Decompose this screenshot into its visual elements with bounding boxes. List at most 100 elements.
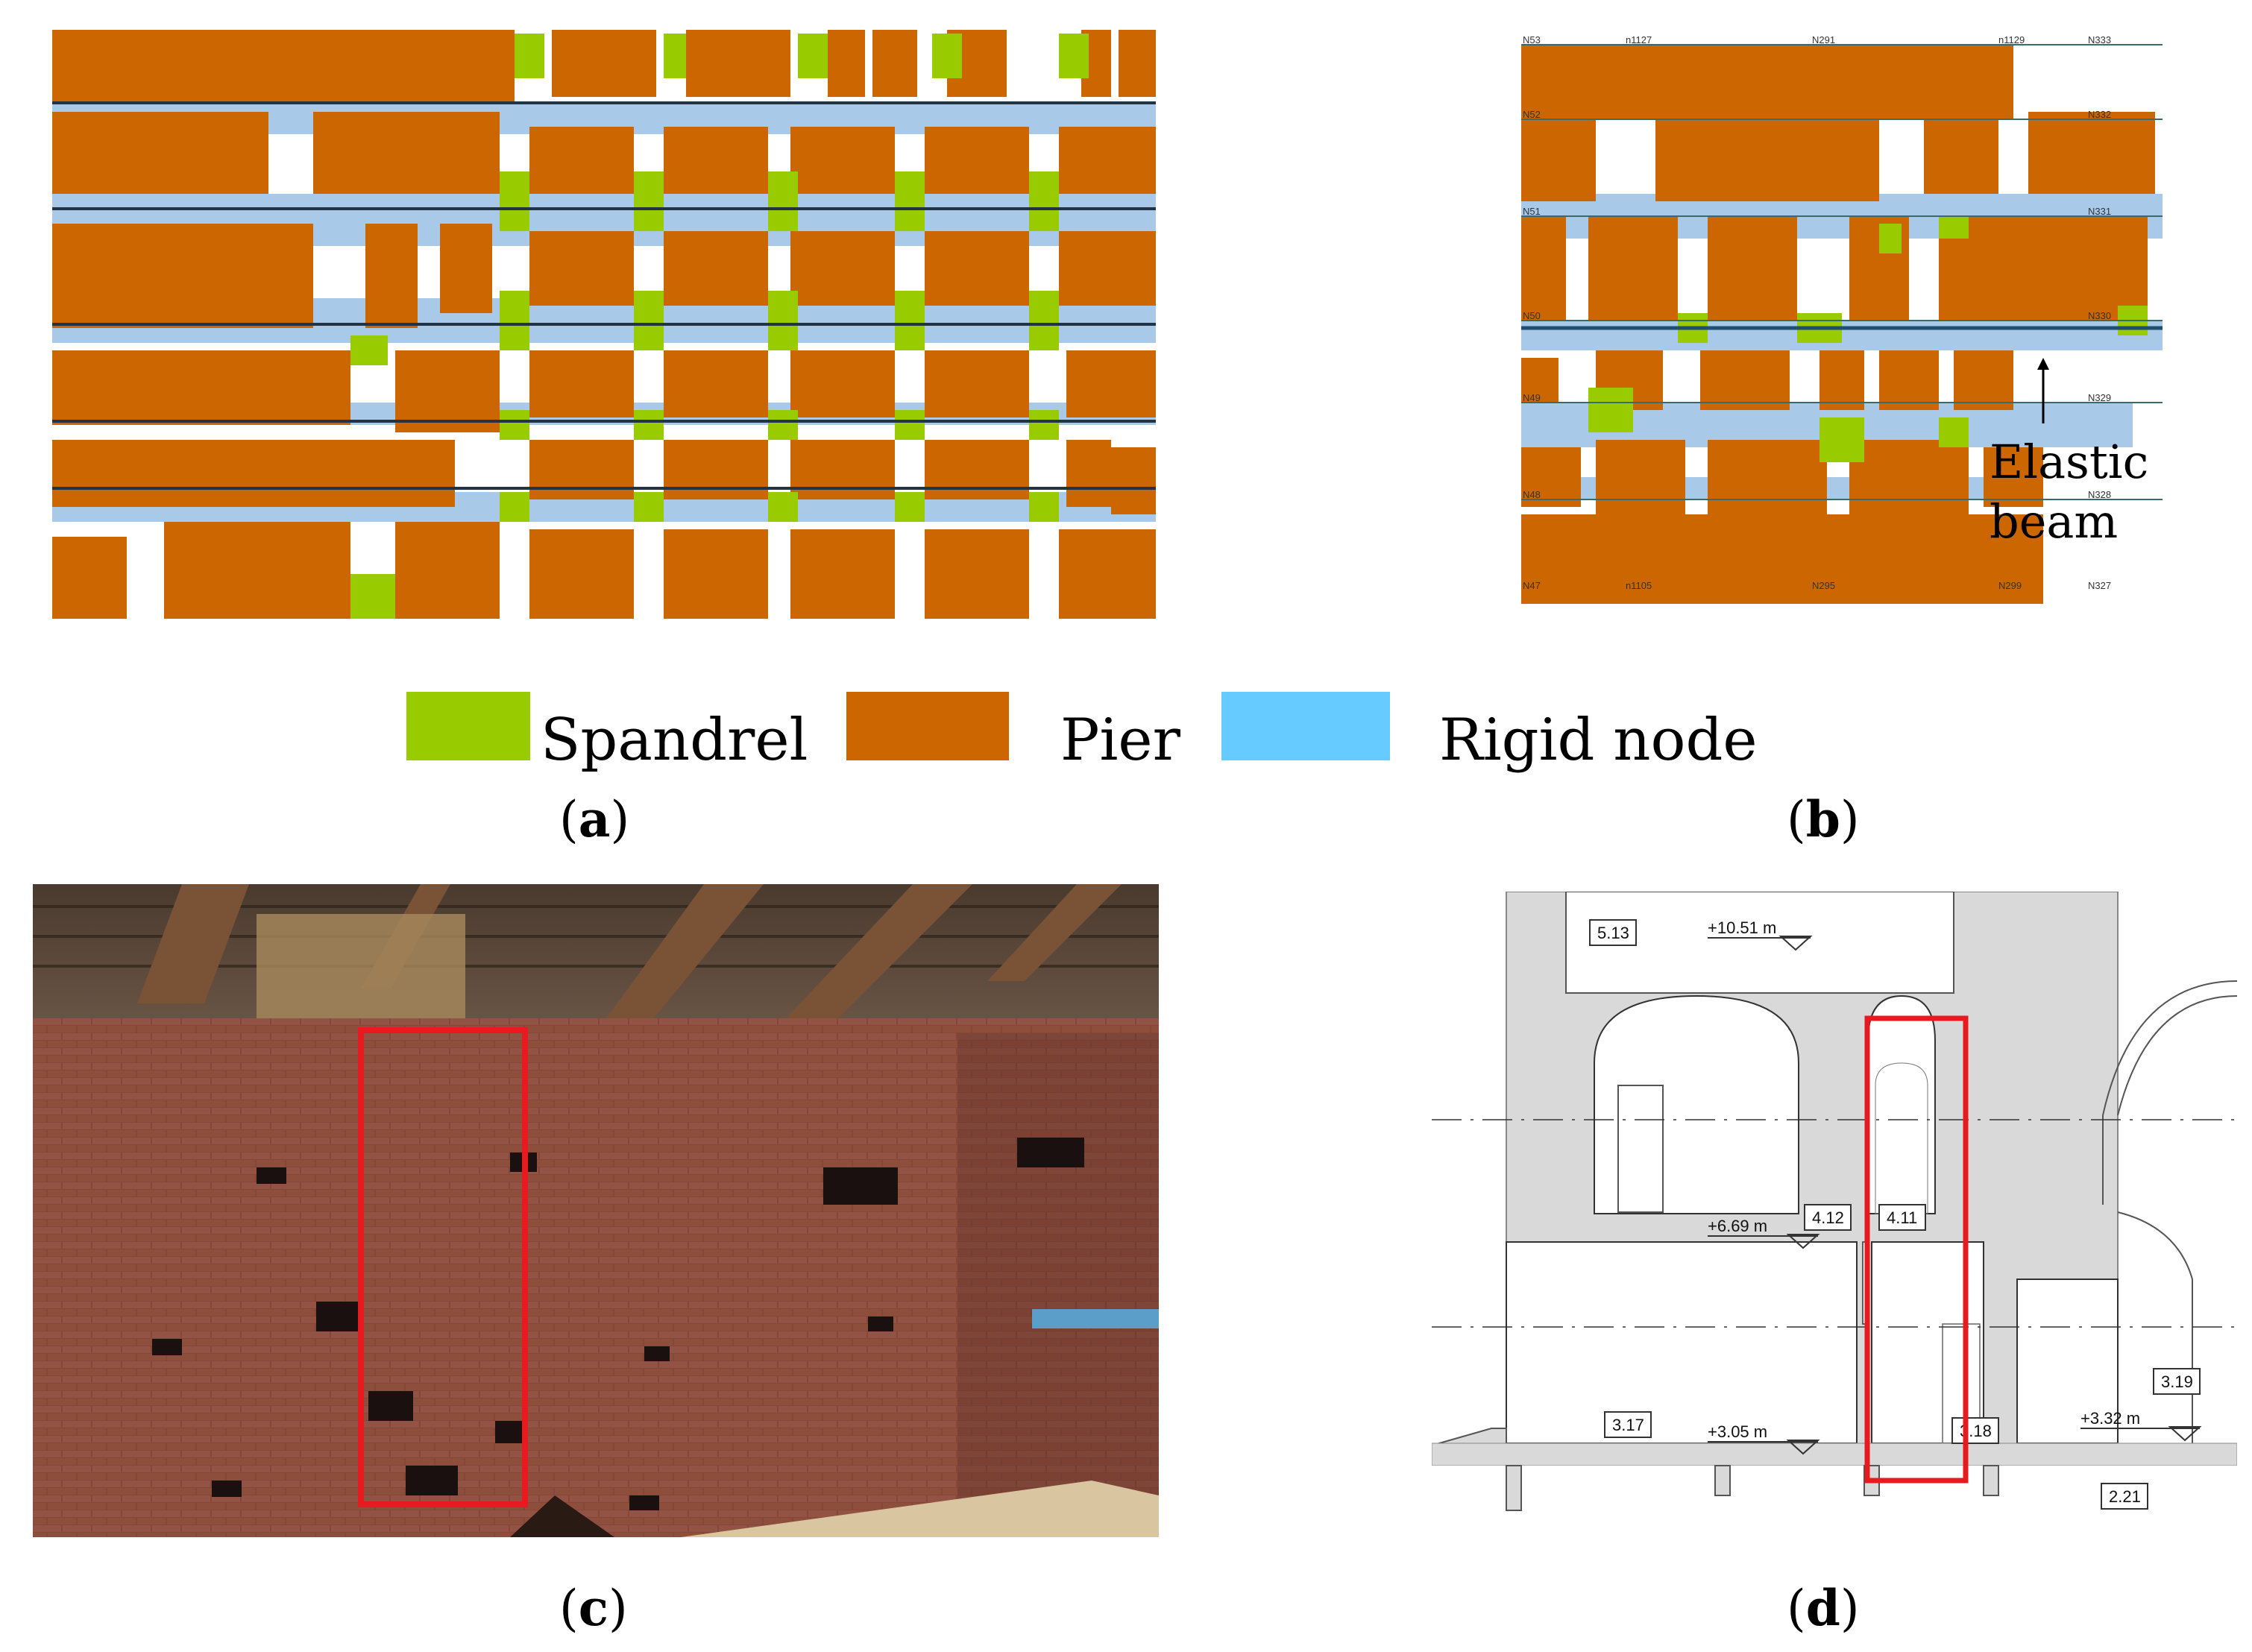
- panel-d-drawing: +10.51 m +6.69 m +3.05 m +3.32 m 5.13 4: [1432, 892, 2237, 1533]
- elastic-beam-line2: beam: [1990, 494, 2119, 549]
- pier-element: [1521, 45, 2013, 119]
- node-label-top: n1127: [1626, 34, 1652, 45]
- section-drawing: +10.51 m +6.69 m +3.05 m +3.32 m 5.13 4: [1432, 892, 2237, 1533]
- pier-element: [828, 30, 865, 97]
- spandrel-element: [768, 492, 798, 522]
- pier-element: [164, 522, 350, 619]
- pier-element: [1119, 30, 1156, 97]
- pier-element: [1708, 216, 1797, 321]
- spandrel-element: [895, 291, 925, 350]
- pier-element: [925, 440, 1029, 499]
- pier-element: [52, 537, 127, 619]
- pier-element: [313, 112, 500, 194]
- pier-element: [1521, 358, 1559, 403]
- spandrel-element: [1029, 492, 1059, 522]
- panel-label-a-text: a: [578, 790, 611, 848]
- node-label-left: N47: [1523, 580, 1541, 591]
- spandrel-element: [1059, 34, 1089, 78]
- pier-element: [1521, 514, 2043, 604]
- elastic-beam-annotation: Elastic beam: [1990, 432, 2148, 552]
- panel-b-svg: N53N52N51N50N49N48N47N333N332N331N330N32…: [1521, 34, 2163, 604]
- spandrel-element: [1588, 388, 1633, 432]
- pier-element: [1924, 119, 1998, 194]
- pier-element: [925, 127, 1029, 194]
- spandrel-element: [500, 410, 529, 440]
- pier-element: [925, 231, 1029, 306]
- pier-element: [1819, 350, 1864, 410]
- pier-element: [1998, 216, 2148, 321]
- node-label-right: N328: [2088, 489, 2111, 500]
- panel-a-frame-model: [52, 22, 1171, 619]
- pier-element: [1066, 440, 1111, 507]
- room-5-13: 5.13: [1597, 924, 1629, 942]
- node-label-left: N50: [1523, 310, 1541, 321]
- pier-element: [1596, 440, 1685, 514]
- pier-element: [1984, 447, 2043, 507]
- pier-element: [925, 350, 1029, 417]
- spandrel-element: [634, 171, 664, 231]
- legend-spandrel-swatch: [406, 692, 530, 760]
- spandrel-element: [1029, 171, 1059, 231]
- pier-element: [395, 350, 500, 432]
- panel-label-c: (c): [559, 1579, 628, 1637]
- pier-element: [1059, 127, 1156, 194]
- panel-c-photo: [33, 884, 1159, 1537]
- pier-element: [395, 522, 500, 619]
- spandrel-element: [634, 410, 664, 440]
- node-label-left: N51: [1523, 206, 1541, 217]
- spandrel-element: [515, 34, 544, 78]
- pier-element: [1521, 216, 1566, 321]
- spandrel-element: [1819, 417, 1864, 462]
- spandrel-element: [768, 291, 798, 350]
- node-label-bottom: N295: [1812, 580, 1835, 591]
- room-4-12: 4.12: [1812, 1208, 1844, 1227]
- highlight-box-d: [1864, 1015, 1969, 1484]
- spandrel-element: [664, 34, 686, 78]
- elevation-1: +10.51 m: [1708, 918, 1776, 937]
- highlight-box-c: [358, 1027, 528, 1507]
- spandrel-element: [500, 492, 529, 522]
- node-label-right: N332: [2088, 109, 2111, 120]
- pier-element: [925, 529, 1029, 619]
- spandrel-element: [798, 34, 828, 78]
- pier-element: [790, 231, 895, 306]
- spandrel-element: [768, 171, 798, 231]
- spandrel-element: [895, 171, 925, 231]
- spandrel-element: [500, 291, 529, 350]
- spandrel-element: [1879, 224, 1902, 253]
- spandrel-element: [895, 410, 925, 440]
- room-3-19: 3.19: [2161, 1372, 2193, 1391]
- legend-rigid-node-swatch: [1221, 692, 1390, 760]
- pier-element: [1521, 447, 1581, 507]
- spandrel-element: [895, 492, 925, 522]
- node-label-left: N49: [1523, 392, 1541, 403]
- pier-element: [440, 224, 492, 313]
- legend-pier-label: Pier: [1060, 707, 1180, 774]
- pier-element: [790, 440, 895, 499]
- pier-element: [1655, 119, 1879, 201]
- panel-label-b: (b): [1787, 790, 1860, 848]
- panel-label-b-text: b: [1805, 790, 1840, 848]
- pier-element: [1700, 350, 1790, 410]
- pier-element: [529, 529, 634, 619]
- pier-element: [1111, 447, 1156, 514]
- panel-label-a: (a): [559, 790, 630, 848]
- spandrel-element: [932, 34, 962, 78]
- pier-element: [52, 30, 515, 104]
- elevation-2: +6.69 m: [1708, 1217, 1767, 1235]
- pier-element: [1879, 350, 1939, 410]
- node-label-right: N329: [2088, 392, 2111, 403]
- pier-element: [664, 350, 768, 417]
- pier-element: [1521, 119, 1596, 201]
- spandrel-element: [1939, 216, 1969, 239]
- pier-element: [52, 112, 268, 194]
- spandrel-element: [1939, 417, 1969, 447]
- spandrel-element: [634, 492, 664, 522]
- room-3-17: 3.17: [1612, 1416, 1644, 1434]
- pier-element: [2028, 112, 2155, 194]
- legend-pier-swatch: [846, 692, 1009, 760]
- pier-element: [52, 224, 313, 328]
- pier-element: [552, 30, 656, 97]
- pier-element: [1066, 350, 1156, 417]
- spandrel-element: [350, 574, 395, 619]
